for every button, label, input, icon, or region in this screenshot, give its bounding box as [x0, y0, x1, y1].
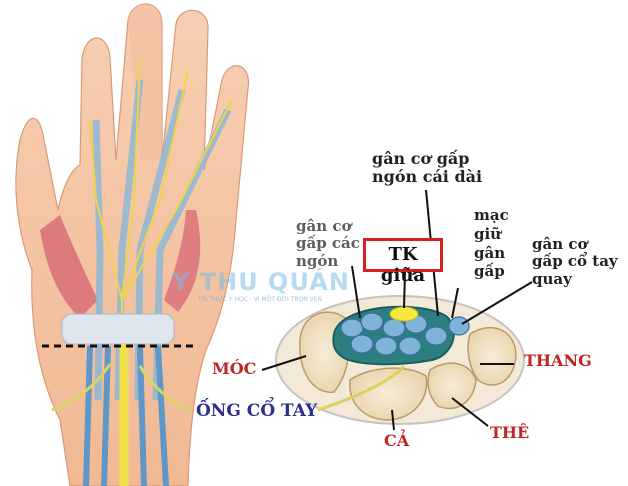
median-nerve-section [389, 306, 419, 322]
label-flexor-pollicis-longus: gân cơ gấp ngón cái dài [372, 149, 483, 187]
label-flexor-retinaculum: mạc giữ gân gấp [474, 206, 509, 281]
label-carpal-tunnel: ỐNG CỔ TAY [196, 401, 318, 421]
tunnel-arrow [317, 364, 406, 412]
thenar-muscle [40, 215, 98, 318]
label-capitate: CẢ [384, 431, 410, 450]
fcr-tendon-section [448, 316, 470, 336]
label-flexor-digitorum: gân cơ gấp các ngón [296, 217, 360, 270]
trapezoid-bone [427, 362, 477, 410]
label-trapezoid: THÊ [490, 423, 530, 442]
hand-drawing [15, 3, 249, 486]
finger-shade [128, 3, 162, 160]
label-flexor-carpi-radialis: gân cơ gấp cổ tay quay [532, 235, 618, 288]
cross-section [275, 295, 525, 425]
watermark-subtext: TRI THỨC Y HỌC · VÌ MỘT ĐỜI TRỌN VẸN [198, 296, 323, 303]
hand-arrow-left [51, 363, 112, 412]
capitate-bone [349, 367, 428, 421]
watermark-text: Y THU QUÁN [172, 268, 350, 296]
label-trapezium: THANG [524, 351, 592, 370]
trapezium-bone [467, 326, 517, 386]
label-median-nerve: TK giữa [380, 244, 426, 286]
median-nerve-box: TK giữa [363, 238, 443, 286]
hand-arrow-right [138, 365, 191, 412]
hypothenar-muscle [164, 210, 201, 312]
label-hamate: MÓC [212, 359, 257, 378]
retinaculum-band [61, 313, 175, 345]
